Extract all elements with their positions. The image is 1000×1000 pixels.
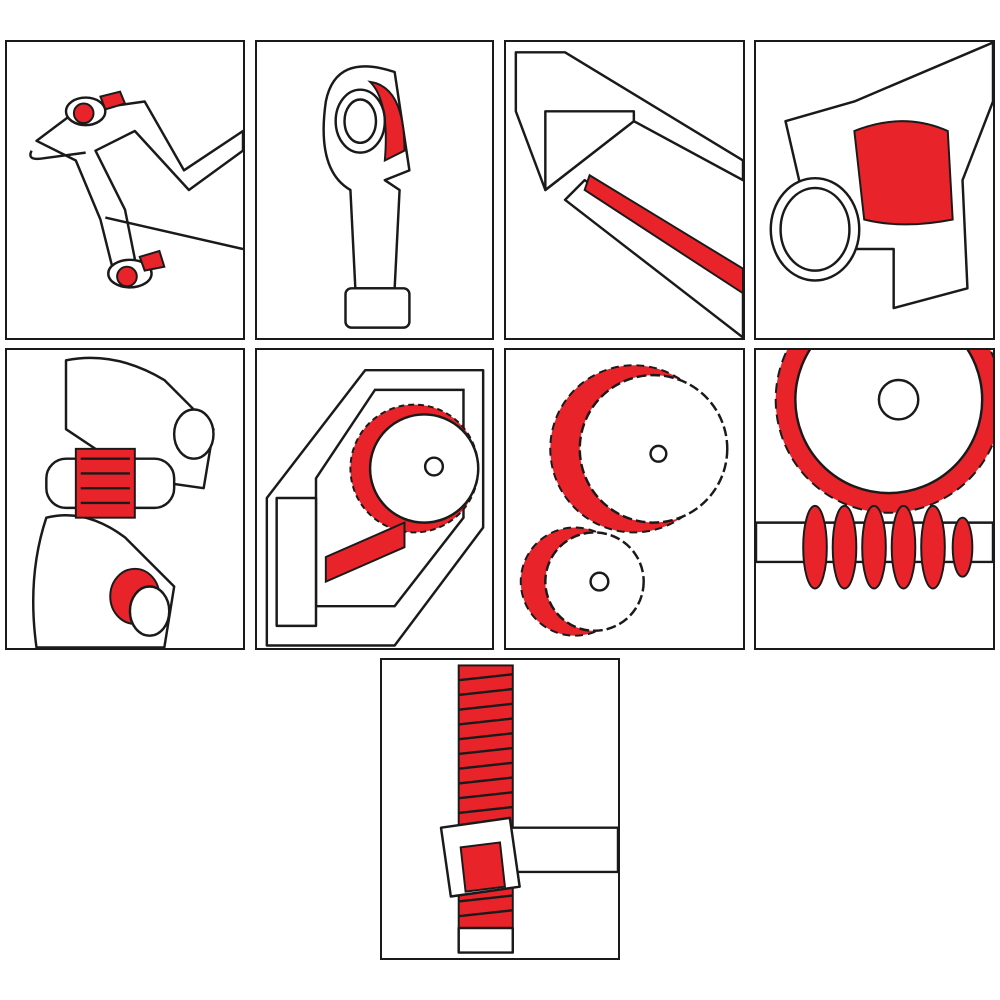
plain-bearing-icon — [769, 42, 993, 310]
panel-lead-screw — [380, 658, 620, 960]
linkage-pivot-icon — [29, 90, 243, 289]
panel-worm-gear — [754, 348, 995, 650]
roller-chain-icon — [31, 356, 215, 648]
spur-gears-icon — [519, 364, 729, 637]
panel-spur-gears — [504, 348, 745, 650]
enclosed-gear-rack-icon — [265, 368, 485, 647]
panel-roller-chain — [5, 348, 245, 650]
panel-slide-rail — [504, 40, 745, 340]
worm-threads — [802, 504, 974, 590]
panel-linkage-pivot — [5, 40, 245, 340]
panel-enclosed-gear-rack — [255, 348, 494, 650]
rod-end-bearing-icon — [322, 65, 411, 329]
worm-gear-icon — [756, 350, 993, 590]
slide-rail-icon — [514, 51, 743, 338]
panel-plain-bearing — [754, 40, 995, 340]
panel-rod-end-bearing — [255, 40, 494, 340]
lead-screw-icon — [439, 664, 618, 954]
